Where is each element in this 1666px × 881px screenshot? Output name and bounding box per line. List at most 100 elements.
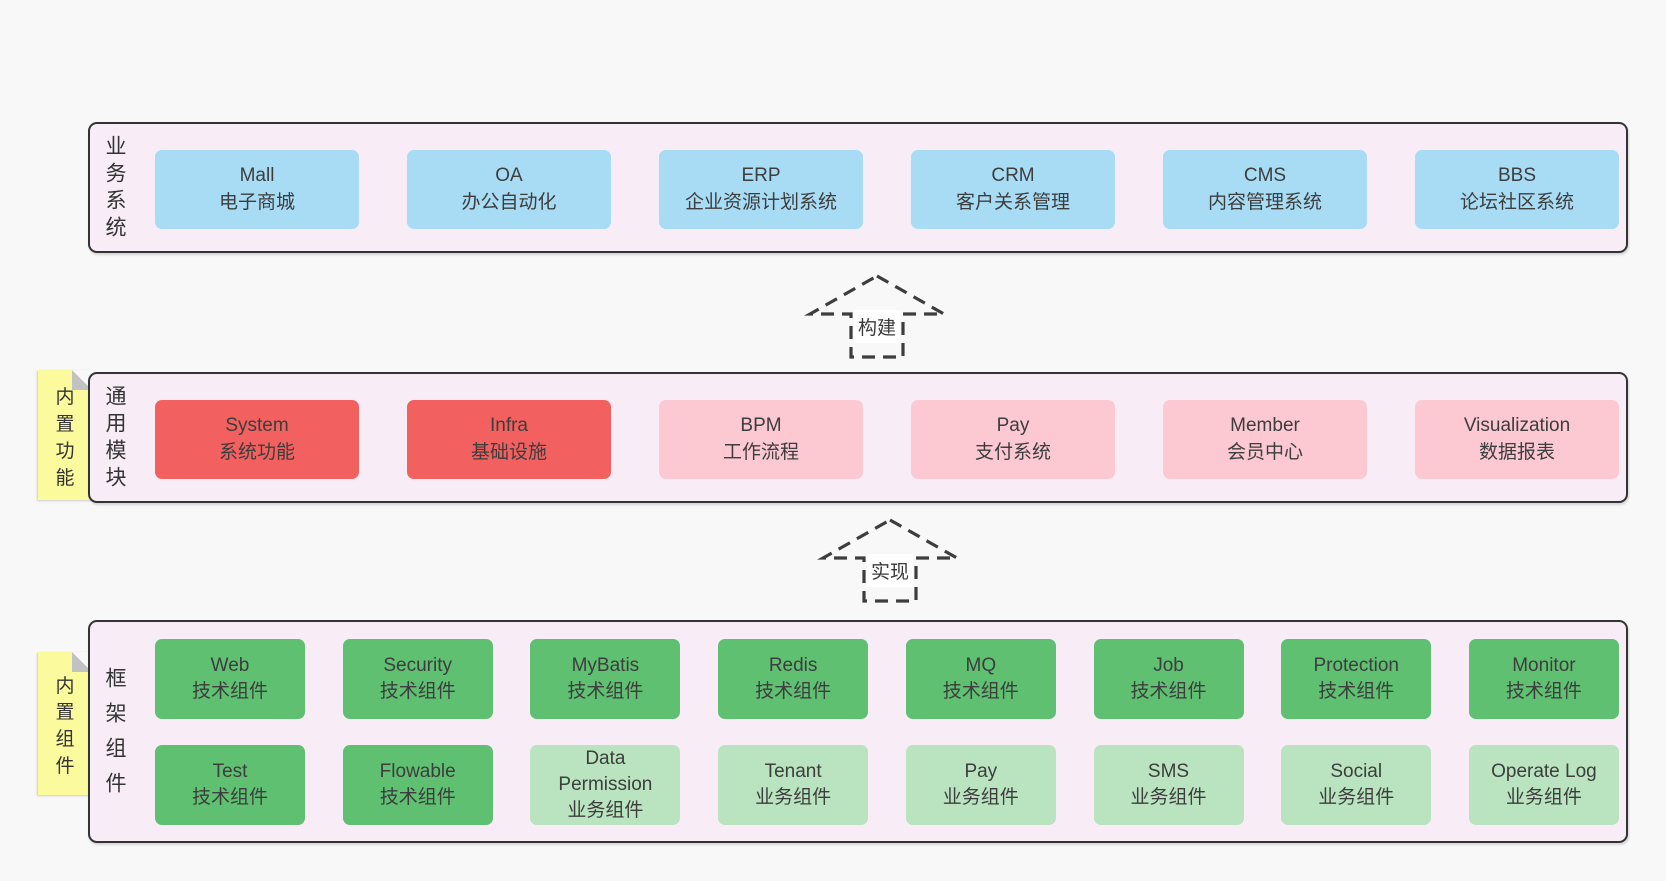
box-subtitle: 业务组件 — [1318, 787, 1395, 808]
layer-label-common-modules: 通用模块 — [105, 384, 127, 490]
box-member: Member 会员中心 — [1163, 400, 1367, 479]
box-subtitle: 会员中心 — [1226, 441, 1303, 463]
box-protection: Protection 技术组件 — [1281, 639, 1432, 719]
box-subtitle: 业务组件 — [1505, 787, 1582, 808]
box-title: Visualization — [1463, 415, 1571, 437]
box-subtitle: 业务组件 — [567, 800, 644, 822]
box-erp: ERP 企业资源计划系统 — [659, 150, 863, 229]
box-subtitle: 企业资源计划系统 — [684, 191, 837, 213]
box-subtitle: 业务组件 — [755, 787, 832, 808]
box-sms: SMS 业务组件 — [1093, 745, 1244, 825]
box-security: Security 技术组件 — [342, 639, 493, 719]
layer-business-systems: 业务系统 Mall 电子商城 OA 办公自动化 ERP 企业资源计划系统 CRM 客户关系管理… — [88, 122, 1628, 253]
box-subtitle: 技术组件 — [1505, 681, 1582, 702]
arrow-build-label: 构建 — [853, 310, 901, 343]
box-title: System — [225, 415, 289, 437]
box-test: Test 技术组件 — [155, 745, 305, 825]
dashed-up-arrow-build: 构建 — [804, 272, 950, 360]
box-operate-log: Operate Log 业务组件 — [1468, 745, 1619, 825]
box-title: Tenant — [764, 760, 822, 782]
box-system: System 系统功能 — [155, 400, 359, 479]
box-bbs: BBS 论坛社区系统 — [1415, 150, 1619, 229]
box-flowable: Flowable 技术组件 — [342, 745, 493, 825]
sticky-note-built-in-components: 内置组件 — [38, 652, 92, 795]
box-title: Security — [383, 654, 453, 676]
box-title: Pay — [996, 415, 1030, 437]
sticky-note-built-in-features: 内置功能 — [38, 370, 92, 500]
box-title: Social — [1330, 760, 1383, 782]
common-modules-row: System 系统功能 Infra 基础设施 BPM 工作流程 Pay 支付系统 Member 会… — [155, 400, 1619, 479]
business-systems-row: Mall 电子商城 OA 办公自动化 ERP 企业资源计划系统 CRM 客户关系管理 CMS 内容… — [155, 150, 1619, 229]
box-subtitle: 技术组件 — [191, 787, 268, 808]
box-title: BPM — [740, 415, 782, 437]
box-subtitle: 技术组件 — [379, 681, 456, 702]
box-mall: Mall 电子商城 — [155, 150, 359, 229]
box-title: CRM — [991, 165, 1035, 187]
layer-label-business-systems: 业务系统 — [105, 134, 127, 240]
box-subtitle: 系统功能 — [218, 441, 295, 463]
box-visualization: Visualization 数据报表 — [1415, 400, 1619, 479]
box-subtitle: 业务组件 — [942, 787, 1019, 808]
box-title: Infra — [489, 415, 529, 437]
box-subtitle: 技术组件 — [379, 787, 456, 808]
box-title: MyBatis — [571, 654, 640, 676]
box-infra: Infra 基础设施 — [407, 400, 611, 479]
box-subtitle: 技术组件 — [191, 681, 268, 702]
box-title: SMS — [1147, 760, 1190, 782]
box-title: CMS — [1243, 165, 1287, 187]
dashed-up-arrow-implement: 实现 — [817, 516, 963, 604]
box-title: Flowable — [379, 760, 456, 782]
box-subtitle: 内容管理系统 — [1207, 191, 1322, 213]
box-subtitle: 技术组件 — [567, 681, 644, 702]
box-crm: CRM 客户关系管理 — [911, 150, 1115, 229]
layer-common-modules: 通用模块 System 系统功能 Infra 基础设施 BPM 工作流程 Pay 支付系统 Me… — [88, 372, 1628, 503]
box-title: ERP — [741, 165, 781, 187]
box-subtitle: 支付系统 — [974, 441, 1051, 463]
box-mq: MQ 技术组件 — [905, 639, 1056, 719]
box-subtitle: 技术组件 — [755, 681, 832, 702]
box-bpm: BPM 工作流程 — [659, 400, 863, 479]
sticky-note-label: 内置组件 — [55, 675, 75, 778]
sticky-note-label: 内置功能 — [55, 387, 75, 489]
box-job: Job 技术组件 — [1093, 639, 1244, 719]
box-title: Monitor — [1512, 654, 1576, 676]
box-title: Protection — [1313, 654, 1399, 676]
box-title: Job — [1153, 654, 1184, 676]
box-subtitle: 基础设施 — [470, 441, 547, 463]
box-cms: CMS 内容管理系统 — [1163, 150, 1367, 229]
layer-label-framework-components: 框架组件 — [105, 666, 127, 796]
box-subtitle: 工作流程 — [722, 441, 799, 463]
arrow-implement-label: 实现 — [866, 554, 914, 587]
box-subtitle: 业务组件 — [1130, 787, 1207, 808]
box-mybatis: MyBatis 技术组件 — [530, 639, 681, 719]
box-title: BBS — [1497, 165, 1537, 187]
box-title: Mall — [239, 165, 275, 187]
box-monitor: Monitor 技术组件 — [1468, 639, 1619, 719]
box-title: MQ — [965, 654, 997, 676]
box-subtitle: 客户关系管理 — [955, 191, 1070, 213]
box-title: Operate Log — [1491, 760, 1597, 782]
box-oa: OA 办公自动化 — [407, 150, 611, 229]
box-pay: Pay 支付系统 — [911, 400, 1115, 479]
box-subtitle: 技术组件 — [1130, 681, 1207, 702]
box-title: Test — [212, 760, 248, 782]
box-title: Member — [1230, 415, 1300, 437]
box-title: Pay — [964, 760, 998, 782]
box-social: Social 业务组件 — [1281, 745, 1432, 825]
box-subtitle: 论坛社区系统 — [1459, 191, 1574, 213]
box-subtitle: 技术组件 — [1318, 681, 1395, 702]
box-subtitle: 办公自动化 — [461, 191, 557, 213]
box-title: OA — [495, 165, 523, 187]
box-subtitle: 技术组件 — [942, 681, 1019, 702]
box-subtitle: 电子商城 — [218, 191, 295, 213]
box-subtitle: 数据报表 — [1478, 441, 1555, 463]
box-redis: Redis 技术组件 — [718, 639, 869, 719]
box-title: Redis — [768, 654, 818, 676]
box-tenant: Tenant 业务组件 — [718, 745, 869, 825]
